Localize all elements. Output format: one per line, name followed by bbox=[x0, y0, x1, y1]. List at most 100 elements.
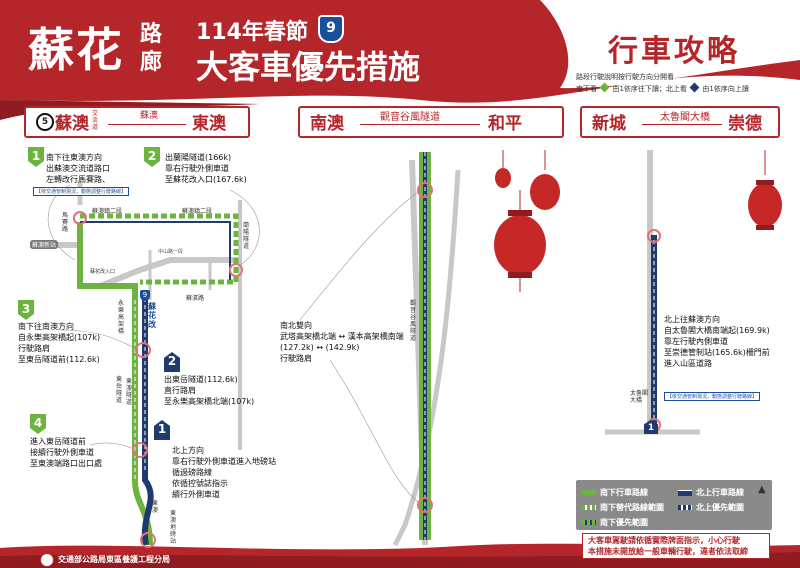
step-1n-line-3: 循過磅路線 bbox=[172, 468, 212, 477]
step-right-north-badge: 1 bbox=[644, 420, 658, 434]
guide-note-1: 路段行駛說明按行駛方向分開看 bbox=[576, 73, 674, 81]
legend-south-priority-swatch bbox=[582, 520, 596, 525]
step-1n-line-2: 靠右行駛外側車道進入地磅站 bbox=[172, 457, 276, 466]
step-1-line-2: 出蘇澳交流道路口 bbox=[46, 164, 110, 173]
map-label-road2: 蘇澳鎮二段 bbox=[182, 208, 213, 215]
step-3-line-2: 自永樂高架橋起( bbox=[18, 333, 78, 342]
banner-middle-to: 和平 bbox=[488, 114, 522, 134]
banner-middle-mid: 觀音谷風隧道 bbox=[380, 112, 440, 123]
step-2-south-badge: 2 bbox=[144, 147, 160, 167]
legend-north-swatch bbox=[678, 490, 692, 496]
step-2n-line-4: 至永樂高架橋北端( bbox=[164, 397, 232, 406]
banner-left-via: 交流道 bbox=[92, 110, 99, 131]
banner-left-to: 東澳 bbox=[192, 114, 226, 134]
step-2n-line-2: 112.6k) bbox=[207, 375, 238, 384]
map-label-yongle: 永樂高架橋 bbox=[118, 300, 125, 335]
route-9-badge: 9 bbox=[318, 15, 344, 43]
step-2n-line-1: 出東岳隧道( bbox=[164, 375, 208, 384]
step-1n-line-1: 北上方向 bbox=[172, 446, 204, 455]
map-label-road1: 蘇澳鎮二段 bbox=[92, 208, 123, 215]
step-1-south-badge: 1 bbox=[28, 147, 44, 167]
map-label-weigh: 東澳地磅站 bbox=[170, 510, 177, 545]
legend-south-swatch bbox=[582, 490, 596, 495]
step-1n-line-4: 依循控號誌指示 bbox=[172, 479, 228, 488]
right-map-roads bbox=[605, 150, 700, 435]
map-label-bridge: 太魯閣大橋 bbox=[630, 390, 649, 404]
right-line-4: 靠左行駛內側車道 bbox=[664, 337, 728, 346]
guide-note-2c: 由1依序向上讀 bbox=[702, 85, 749, 93]
subtitle-top: 114年春節 bbox=[196, 20, 308, 45]
step-1-south-text: 南下往東澳方向 出蘇澳交流道路口 左轉改行馬賽路、 bbox=[46, 152, 110, 185]
banner-middle bbox=[298, 106, 564, 138]
step-3-line-3: 107k) bbox=[77, 333, 101, 342]
north-arrow-icon: ▲ bbox=[758, 484, 766, 495]
step-4-south-badge: 4 bbox=[30, 414, 46, 434]
right-line-7: 進入山區道路 bbox=[664, 359, 712, 368]
map-label-tunnel: 觀音谷風隧道 bbox=[410, 300, 417, 342]
step-4-south-text: 進入東岳隧道前 接續行駛外側車道 至東澳端路口出口處 bbox=[30, 436, 102, 469]
left-map-roads bbox=[30, 180, 260, 548]
map-label-dongao-tunnel: 東澳隧道 bbox=[126, 378, 133, 406]
banner-right-from: 新城 bbox=[592, 114, 626, 134]
title-side-bottom: 廊 bbox=[140, 50, 163, 75]
banner-right bbox=[580, 106, 780, 138]
agency-logo-icon bbox=[40, 553, 54, 567]
right-line-3: 169.9k) bbox=[739, 326, 770, 335]
step-4-line-1: 進入東岳隧道前 bbox=[30, 437, 86, 446]
step-1-north-badge: 1 bbox=[154, 420, 170, 440]
right-line-1: 北上往蘇澳方向 bbox=[664, 315, 720, 324]
step-4-line-3: 至東澳端路口出口處 bbox=[30, 459, 102, 468]
map-label-zhongshan: 中山路一段 bbox=[158, 249, 184, 255]
step-1-north-text: 北上方向 靠右行駛外側車道進入地磅站 循過磅路線 依循控號誌指示 續行外側車道 bbox=[172, 445, 276, 500]
lantern-decorations bbox=[494, 150, 782, 292]
step-1-line-3: 左轉改行馬賽路、 bbox=[46, 175, 110, 184]
middle-line-1: 南北雙向 bbox=[280, 321, 312, 330]
legend-south-alt-swatch bbox=[582, 505, 596, 510]
warning-line-2: 本措施未開放給一般車輛行駛，違者依法取締 bbox=[588, 547, 748, 556]
step-1-south-tag: 【依交通管制現況，動態調整行駛路線】 bbox=[33, 187, 130, 196]
step-2n-line-3: 直行路肩 bbox=[164, 386, 196, 395]
step-3-line-4: 行駛路肩 bbox=[18, 344, 50, 353]
step-2-line-5: 167.6k) bbox=[216, 175, 247, 184]
right-line-6: 165.6k)柵門前 bbox=[715, 348, 770, 357]
step-2-line-4: 至蘇花改入口( bbox=[165, 175, 217, 184]
step-3-south-text: 南下往南澳方向 自永樂高架橋起(107k) 行駛路肩 至東岳隧道前(112.6k… bbox=[18, 321, 100, 365]
right-line-5: 至崇德管制站( bbox=[664, 348, 716, 357]
banner-left-from: 蘇澳 bbox=[55, 114, 89, 134]
step-right-text: 北上往蘇澳方向 自太魯閣大橋南端起(169.9k) 靠左行駛內側車道 至崇德管制… bbox=[664, 314, 770, 369]
step-2-north-badge: 2 bbox=[164, 352, 180, 372]
step-3-line-6: 112.6k) bbox=[69, 355, 100, 364]
map-label-mazai: 馬賽路 bbox=[62, 212, 69, 233]
step-3-south-badge: 3 bbox=[18, 300, 34, 320]
step-2-line-1: 出蘭陽隧道( bbox=[165, 153, 209, 162]
map-label-dongao: 東澳 bbox=[152, 500, 159, 514]
subtitle-main: 大客車優先措施 bbox=[196, 48, 421, 86]
warning-line-1: 大客車駕駛請依循實際牌面指示，小心行駛 bbox=[588, 536, 740, 545]
step-2n-line-5: 107k) bbox=[231, 397, 255, 406]
middle-km-1: 127.2k bbox=[283, 343, 311, 352]
banner-middle-from: 南澳 bbox=[310, 114, 344, 134]
middle-line-3: 漢本高架橋南端 bbox=[347, 332, 404, 341]
guide-note-2: 南下看 由1依序往下讀；北上看 由1依序向上讀 bbox=[576, 82, 749, 94]
step-1-line-1: 南下往東澳方向 bbox=[46, 153, 102, 162]
map-label-suao-station: 蘇澳新站 bbox=[30, 240, 59, 249]
step-2-south-text: 出蘭陽隧道(166k) 靠右行駛外側車道 至蘇花改入口(167.6k) bbox=[165, 152, 247, 185]
step-2-line-3: 靠右行駛外側車道 bbox=[165, 164, 229, 173]
middle-map-roads bbox=[299, 152, 461, 547]
legend-north-priority: 北上優先範圍 bbox=[696, 503, 744, 512]
guide-title: 行車攻略 bbox=[608, 34, 740, 69]
legend-south-lane: 南下行車路線 bbox=[600, 488, 648, 497]
map-route9-marker: 9 bbox=[140, 290, 150, 301]
guide-note-2b: 由1依序往下讀；北上看 bbox=[612, 85, 687, 93]
title-side-top: 路 bbox=[140, 22, 163, 47]
map-label-suhua-entry: 蘇花改入口 bbox=[90, 269, 116, 275]
banner-right-mid: 太魯閣大橋 bbox=[660, 112, 710, 123]
legend-south-priority: 南下優先範圍 bbox=[600, 518, 648, 527]
step-2-line-2: 166k) bbox=[208, 153, 232, 162]
legend-south-alt: 南下替代路線範圍 bbox=[600, 503, 664, 512]
banner-left bbox=[24, 106, 250, 138]
right-line-2: 自太魯閣大橋南端起( bbox=[664, 326, 740, 335]
legend-north-lane: 北上行車路線 bbox=[696, 488, 744, 497]
step-3-line-1: 南下往南澳方向 bbox=[18, 322, 74, 331]
